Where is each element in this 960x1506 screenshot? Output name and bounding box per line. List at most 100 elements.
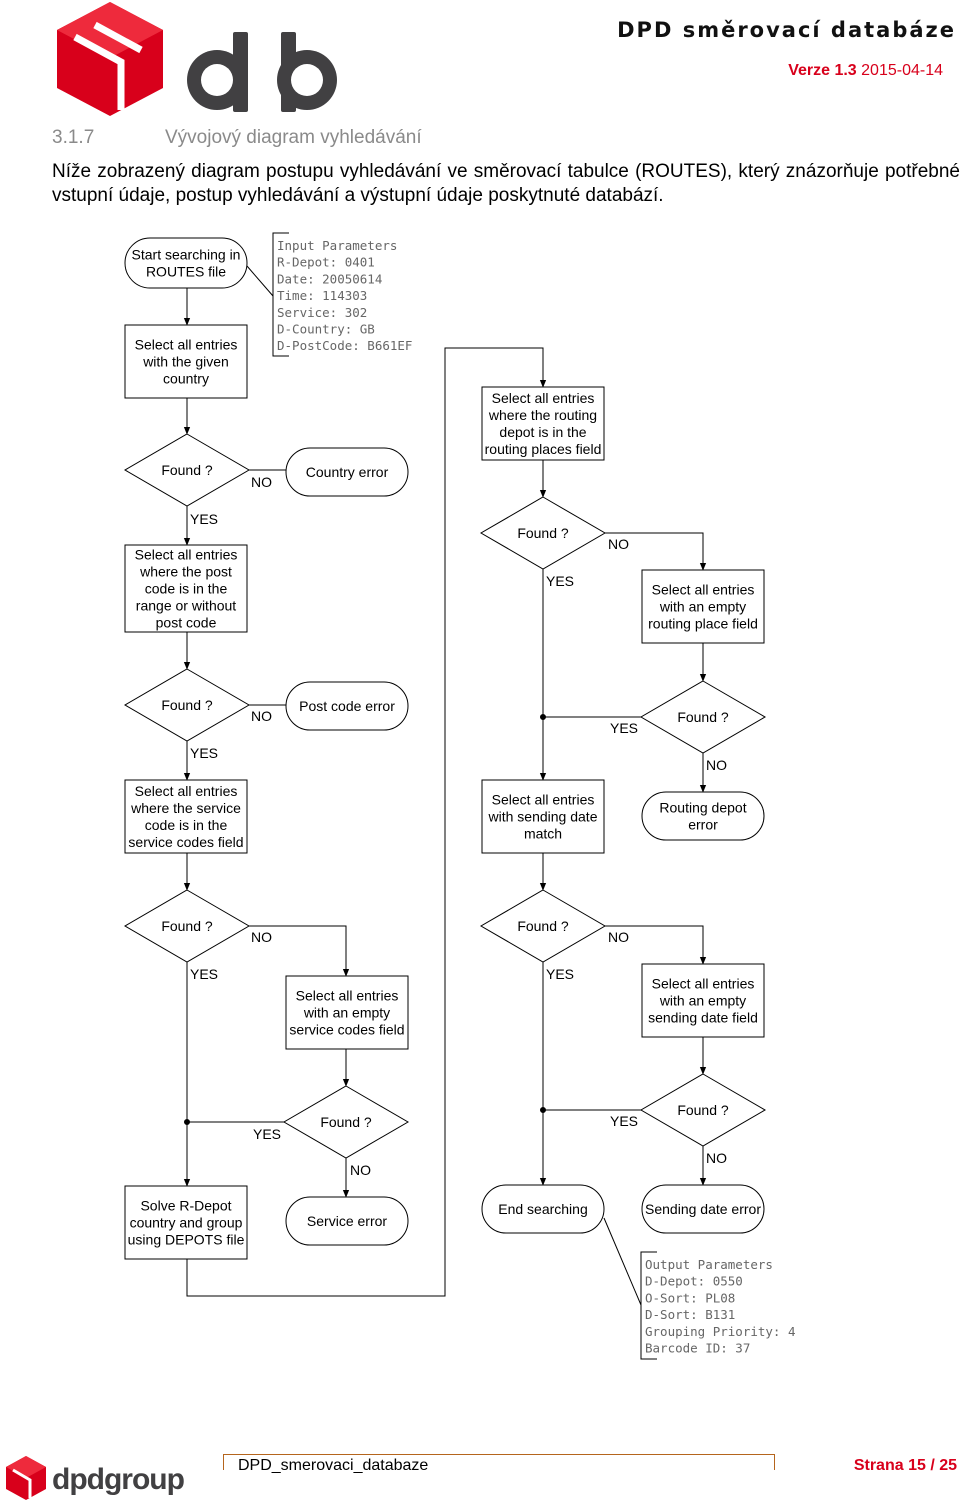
- input-annotation-link: [246, 265, 274, 297]
- found-date-decision-text: Found ?: [517, 918, 569, 934]
- solve-rdepot-box-text: country and group: [130, 1215, 243, 1231]
- select-empty-date-box-text: sending date field: [648, 1010, 758, 1026]
- section-heading: 3.1.7 Vývojový diagram vyhledávání: [52, 127, 422, 149]
- select-country-box-text: with the given: [142, 354, 229, 370]
- select-empty-service-box-text: service codes field: [289, 1022, 404, 1038]
- select-routing-box-text: routing places field: [485, 441, 602, 457]
- select-empty-date-box-text: with an empty: [659, 993, 746, 1009]
- output-params-line: Grouping Priority: 4: [645, 1324, 796, 1339]
- found-service-decision-text: Found ?: [161, 918, 213, 934]
- service-error-terminal: [285, 1196, 409, 1246]
- yes-label: YES: [190, 745, 218, 761]
- output-params-line: O-Sort: PL08: [645, 1290, 735, 1305]
- found-empty-date-decision: [640, 1073, 766, 1147]
- found-empty-date-decision-text: Found ?: [677, 1102, 729, 1118]
- routing-error-terminal: [641, 791, 765, 841]
- yes-label: YES: [546, 573, 574, 589]
- found-service-decision: [124, 889, 250, 963]
- no-label: NO: [350, 1162, 371, 1178]
- no-label: NO: [706, 757, 727, 773]
- doc-title: DPD směrovací databáze: [617, 18, 956, 42]
- found-routing-decision: [480, 496, 606, 570]
- select-date-box-text: Select all entries: [492, 792, 595, 808]
- select-postcode-box-text: where the post: [139, 564, 232, 580]
- yes-label: YES: [546, 966, 574, 982]
- intro-paragraph: Níže zobrazený diagram postupu vyhledává…: [52, 161, 960, 206]
- select-country-box-text: country: [163, 371, 209, 387]
- select-empty-service-box-text: with an empty: [303, 1005, 390, 1021]
- select-empty-date-box-text: Select all entries: [652, 976, 755, 992]
- found-postcode-decision-text: Found ?: [161, 697, 213, 713]
- dpdgroup-logo-mark: [6, 1456, 46, 1500]
- solve-rdepot-box: [124, 1185, 248, 1260]
- input-params-bracket: [272, 232, 289, 357]
- output-params-line: Barcode ID: 37: [645, 1341, 750, 1356]
- select-postcode-box-text: post code: [156, 615, 217, 631]
- output-params-line: D-Sort: B131: [645, 1307, 735, 1322]
- solve-rdepot-box-text: Solve R-Depot: [140, 1198, 231, 1214]
- found-country-decision: [124, 433, 250, 507]
- select-empty-routing-box-text: with an empty: [659, 599, 746, 615]
- country-error-terminal: [285, 447, 409, 497]
- section-number: 3.1.7: [52, 127, 95, 148]
- select-country-box: [124, 324, 248, 399]
- select-routing-box: [481, 386, 605, 461]
- found-empty-service-decision-text: Found ?: [320, 1114, 372, 1130]
- output-params-bracket: [640, 1251, 657, 1360]
- select-postcode-box-text: code is in the: [145, 581, 228, 597]
- select-empty-service-box: [285, 975, 409, 1050]
- select-service-box-text: where the service: [130, 800, 241, 816]
- input-params-line: D-PostCode: B661EF: [277, 338, 412, 353]
- sending-error-terminal-text: Sending date error: [645, 1201, 761, 1217]
- select-postcode-box-text: Select all entries: [135, 547, 238, 563]
- junction-dot: [540, 714, 546, 720]
- end-searching-terminal-text: End searching: [498, 1201, 588, 1217]
- select-routing-box-text: depot is in the: [499, 424, 586, 440]
- select-service-box-text: code is in the: [145, 817, 228, 833]
- no-label: NO: [608, 929, 629, 945]
- end-searching-terminal: [481, 1184, 605, 1234]
- found-postcode-decision: [124, 668, 250, 742]
- yes-label: YES: [190, 511, 218, 527]
- connector: [249, 925, 350, 977]
- input-params-line: D-Country: GB: [277, 322, 375, 337]
- select-routing-box-text: where the routing: [488, 407, 597, 423]
- no-label: NO: [251, 708, 272, 724]
- output-params-line: Output Parameters: [645, 1257, 773, 1272]
- footer-rule: [223, 1454, 775, 1470]
- service-error-terminal-text: Service error: [307, 1213, 387, 1229]
- found-date-decision: [480, 889, 606, 963]
- junction-dot: [184, 1119, 190, 1125]
- no-label: NO: [706, 1150, 727, 1166]
- no-label: NO: [608, 536, 629, 552]
- output-params-line: D-Depot: 0550: [645, 1274, 743, 1289]
- found-routing-decision-text: Found ?: [517, 525, 569, 541]
- sending-error-terminal: [641, 1184, 765, 1234]
- connector: [605, 925, 707, 965]
- postcode-error-terminal-text: Post code error: [299, 698, 395, 714]
- version-date: 2015-04-14: [861, 62, 943, 79]
- select-empty-date-box: [641, 963, 765, 1038]
- found-empty-routing-decision: [640, 680, 766, 754]
- yes-label: YES: [610, 720, 638, 736]
- solve-rdepot-box-text: using DEPOTS file: [128, 1232, 245, 1248]
- routing-error-terminal-text: error: [688, 817, 718, 833]
- input-params-line: Date: 20050614: [277, 271, 382, 286]
- section-title: Vývojový diagram vyhledávání: [165, 127, 422, 148]
- output-annotation-link: [603, 1217, 642, 1306]
- select-date-box-text: with sending date: [488, 809, 598, 825]
- select-empty-routing-box: [641, 569, 765, 644]
- select-date-box: [481, 779, 605, 854]
- version-label: Verze 1.3: [788, 62, 857, 79]
- select-date-box-text: match: [524, 826, 562, 842]
- input-params-line: R-Depot: 0401: [277, 255, 375, 270]
- footer-doc-name: DPD_smerovaci_databaze: [238, 1457, 429, 1474]
- select-country-box-text: Select all entries: [135, 337, 238, 353]
- no-label: NO: [251, 474, 272, 490]
- found-empty-service-decision: [283, 1085, 409, 1159]
- yes-label: YES: [253, 1126, 281, 1142]
- select-service-box-text: Select all entries: [135, 783, 238, 799]
- start-searching-terminal-text: ROUTES file: [146, 264, 226, 280]
- start-searching-terminal: [124, 237, 248, 289]
